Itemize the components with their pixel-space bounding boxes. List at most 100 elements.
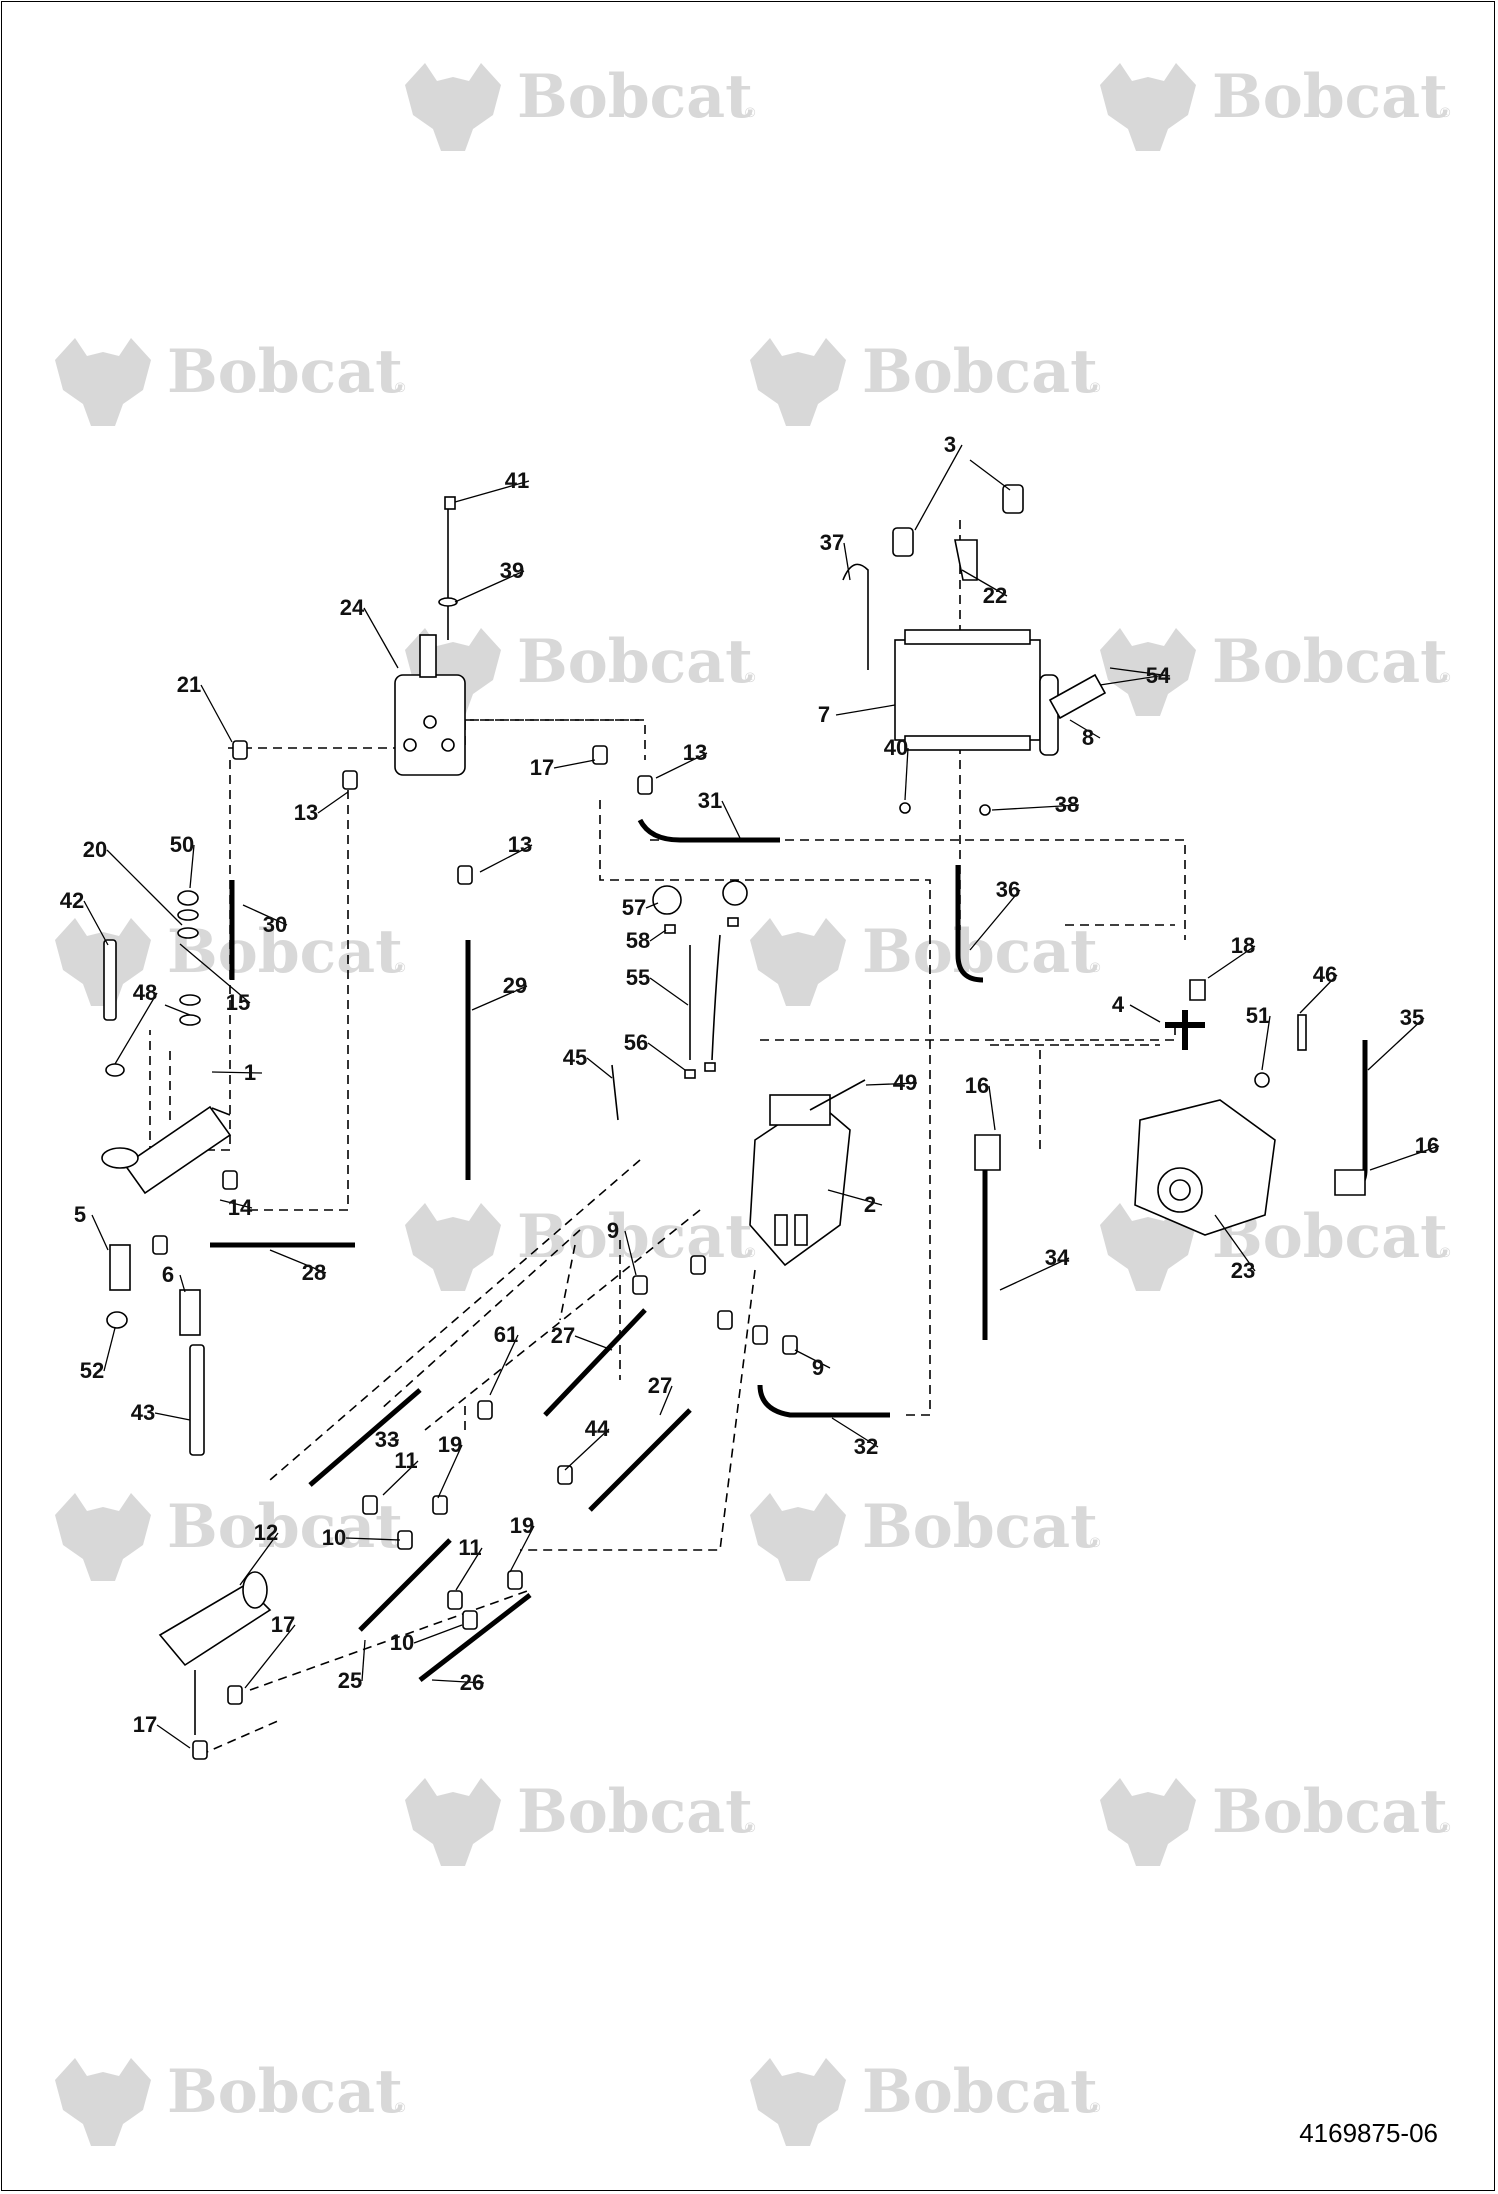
fitting-13c <box>637 775 653 795</box>
callout-c9a: 9 <box>607 1218 619 1243</box>
bobcat-logo-icon <box>405 1203 501 1291</box>
parts-drawings <box>101 484 1368 1760</box>
callout-c6: 6 <box>162 1262 174 1287</box>
callout-leader-line <box>647 1042 686 1071</box>
callout-leader-line <box>164 1004 191 1016</box>
callout-leader-line <box>586 1057 613 1079</box>
link-49 <box>809 1079 866 1111</box>
steering-unit-24 <box>394 500 466 776</box>
callout-leader-line <box>827 1189 883 1206</box>
fitting-17a <box>592 745 608 765</box>
watermark-brand-text: Bobcat <box>517 1777 753 1847</box>
callout-c61: 61 <box>494 1322 518 1347</box>
hose-27a <box>543 1308 647 1417</box>
knob-57a <box>652 885 682 915</box>
fitting-61 <box>477 1400 493 1420</box>
bobcat-logo-icon <box>55 918 151 1006</box>
callout-c49: 49 <box>893 1070 917 1095</box>
callout-c29: 29 <box>503 973 527 998</box>
watermark-reg-mark: ® <box>745 1819 756 1835</box>
callout-leader-line <box>363 607 399 669</box>
callout-c10b: 10 <box>390 1630 414 1655</box>
bobcat-watermark: Bobcat® <box>750 337 1101 426</box>
callout-leader-line <box>574 1335 613 1351</box>
watermark-brand-text: Bobcat <box>862 2057 1098 2127</box>
callout-c11a: 11 <box>394 1448 417 1473</box>
fitting-10b <box>462 1610 478 1630</box>
callout-leader-line <box>969 459 1011 491</box>
fitting-13a <box>342 770 358 790</box>
washers-15-48-50 <box>105 890 201 1077</box>
watermark-reg-mark: ® <box>1440 104 1451 120</box>
spacer-6 <box>179 1289 201 1336</box>
callout-leader-line <box>454 480 530 503</box>
callout-c46: 46 <box>1313 962 1337 987</box>
callout-c13b: 13 <box>683 740 707 765</box>
fitting-valve-b <box>717 1310 733 1330</box>
callout-c51: 51 <box>1246 1003 1270 1028</box>
callout-leader-line <box>345 1537 401 1541</box>
callout-leader-line <box>914 444 963 531</box>
cylinder-12 <box>158 1571 272 1735</box>
callout-c7: 7 <box>818 702 830 727</box>
callout-c23: 23 <box>1231 1258 1255 1283</box>
drawing-number: 4169875-06 <box>1299 2118 1438 2148</box>
callout-c56: 56 <box>624 1030 648 1055</box>
knob-57b <box>722 880 748 906</box>
hose-route-line <box>228 719 646 760</box>
callout-c48: 48 <box>133 980 157 1005</box>
fitting-51 <box>1254 1072 1270 1088</box>
pin-42 <box>103 939 117 1021</box>
fitting-19b <box>507 1570 523 1590</box>
fitting-46 <box>1297 1014 1307 1051</box>
callout-leader-line <box>649 977 689 1006</box>
callout-c5: 5 <box>74 1202 86 1227</box>
callout-c15: 15 <box>226 990 250 1015</box>
fitting-10a <box>397 1530 413 1550</box>
callout-c57: 57 <box>622 895 646 920</box>
callout-c19a: 19 <box>438 1432 462 1457</box>
washer-39 <box>438 597 458 607</box>
bobcat-logo-icon <box>1100 63 1196 151</box>
callout-c37: 37 <box>820 530 844 555</box>
watermark-layer: Bobcat®Bobcat®Bobcat®Bobcat®Bobcat®Bobca… <box>55 62 1451 2146</box>
spacer-5 <box>109 1244 131 1291</box>
fitting-14 <box>152 1235 168 1255</box>
watermark-brand-text: Bobcat <box>167 337 403 407</box>
callout-c33: 33 <box>375 1427 399 1452</box>
hose-route-line <box>249 1589 531 1691</box>
callout-c54: 54 <box>1146 663 1171 688</box>
bobcat-logo-icon <box>750 338 846 426</box>
callout-c21: 21 <box>177 672 201 697</box>
callout-leader-line <box>239 1532 279 1586</box>
callout-c52: 52 <box>80 1358 104 1383</box>
lever-55b <box>711 934 721 1061</box>
callout-leader-line <box>114 992 158 1065</box>
callout-leader-line <box>361 1639 366 1682</box>
cylinder-1 <box>101 1105 232 1195</box>
hose-route-line <box>760 1025 1176 1041</box>
hose-route-line <box>269 1159 641 1481</box>
watermark-brand-text: Bobcat <box>862 337 1098 407</box>
watermark-reg-mark: ® <box>395 379 406 395</box>
callout-leaders <box>83 444 1440 1749</box>
callout-c45: 45 <box>563 1045 587 1070</box>
watermark-reg-mark: ® <box>1440 669 1451 685</box>
callout-c44: 44 <box>585 1416 610 1441</box>
callout-leader-line <box>1109 667 1171 677</box>
hose-route-line <box>599 800 931 1416</box>
watermark-brand-text: Bobcat <box>517 62 753 132</box>
callout-leader-line <box>1261 1015 1271 1071</box>
callout-c38: 38 <box>1055 792 1079 817</box>
callout-leader-line <box>649 929 667 942</box>
callout-leader-line <box>961 569 1008 597</box>
callout-leader-line <box>103 1327 116 1372</box>
fitting-cyl-port <box>222 1170 238 1190</box>
bobcat-logo-icon <box>750 1493 846 1581</box>
callout-c31: 31 <box>698 788 722 813</box>
callout-c34: 34 <box>1045 1245 1070 1270</box>
bobcat-logo-icon <box>55 2058 151 2146</box>
callout-leader-line <box>969 889 1021 951</box>
callout-leader-line <box>904 747 909 801</box>
callout-c42: 42 <box>60 888 84 913</box>
